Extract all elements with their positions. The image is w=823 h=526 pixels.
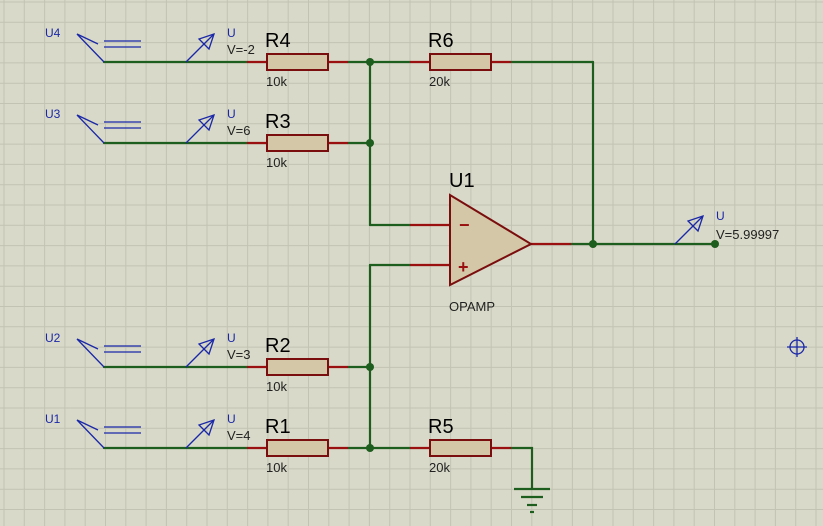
junction-dot	[366, 363, 374, 371]
resistor-r1[interactable]: R1 10k	[247, 416, 348, 475]
probe-value: V=3	[227, 347, 251, 362]
voltage-probe-u3[interactable]: U V=6	[185, 107, 251, 144]
resistor-body	[429, 439, 492, 457]
probe-head-icon	[197, 337, 216, 356]
junction-dot	[366, 139, 374, 147]
resistor-value: 10k	[266, 155, 287, 170]
resistor-body	[266, 439, 329, 457]
probe-arrow-icon	[185, 33, 215, 63]
probe-head-icon	[197, 113, 216, 132]
wire-r5-ground	[509, 446, 534, 490]
resistor-value: 10k	[266, 74, 287, 89]
probe-head-icon	[197, 418, 216, 437]
probe-name: U	[227, 412, 236, 426]
resistor-r6[interactable]: R6 20k	[410, 30, 511, 89]
resistor-ref: R1	[265, 416, 291, 438]
probe-arrow-icon	[185, 338, 215, 368]
terminal-label: U1	[45, 412, 61, 426]
resistor-value: 20k	[429, 460, 450, 475]
voltage-probe-output[interactable]: U V=5.99997	[674, 209, 779, 245]
probe-value: V=4	[227, 428, 251, 443]
opamp-u1[interactable]: − + U1 OPAMP	[410, 170, 571, 314]
terminal-u2[interactable]: U2	[45, 331, 141, 368]
probe-value: V=5.99997	[716, 227, 779, 242]
resistor-r3[interactable]: R3 10k	[247, 111, 348, 170]
terminal-label: U3	[45, 107, 61, 121]
resistor-body	[266, 53, 329, 71]
terminal-u3[interactable]: U3	[45, 107, 141, 144]
junction-dot	[366, 444, 374, 452]
probe-arrow-icon	[674, 215, 704, 245]
resistor-ref: R3	[265, 111, 291, 133]
probe-head-icon	[197, 32, 216, 51]
resistor-value: 10k	[266, 379, 287, 394]
resistor-value: 10k	[266, 460, 287, 475]
terminal-symbol-icon	[76, 114, 105, 144]
resistor-ref: R5	[428, 416, 454, 438]
voltage-probe-u1[interactable]: U V=4	[185, 412, 251, 449]
opamp-body	[449, 193, 534, 287]
probe-arrow-icon	[185, 114, 215, 144]
opamp-minus-sign: −	[459, 215, 470, 235]
probe-value: V=6	[227, 123, 251, 138]
ground-symbol-icon[interactable]	[514, 487, 550, 514]
resistor-r5[interactable]: R5 20k	[410, 416, 511, 475]
terminal-symbol-icon	[76, 419, 105, 449]
junction-dot	[711, 240, 719, 248]
resistor-r4[interactable]: R4 10k	[247, 30, 348, 89]
opamp-plus-sign: +	[458, 257, 469, 277]
probe-value: V=-2	[227, 42, 255, 57]
probe-name: U	[716, 209, 725, 223]
terminal-symbol-icon	[76, 33, 105, 63]
junction-dot	[589, 240, 597, 248]
resistor-value: 20k	[429, 74, 450, 89]
resistor-body	[266, 358, 329, 376]
resistor-body	[266, 134, 329, 152]
origin-marker-icon	[787, 337, 807, 357]
probe-arrow-icon	[185, 419, 215, 449]
probe-name: U	[227, 26, 236, 40]
voltage-probe-u4[interactable]: U V=-2	[185, 26, 255, 63]
resistor-ref: R2	[265, 335, 291, 357]
terminal-u4[interactable]: U4	[45, 26, 141, 63]
terminal-label: U4	[45, 26, 61, 40]
opamp-ref: U1	[449, 170, 475, 192]
probe-head-icon	[686, 214, 705, 233]
terminal-symbol-icon	[76, 338, 105, 368]
probe-name: U	[227, 107, 236, 121]
terminal-label: U2	[45, 331, 61, 345]
resistor-ref: R6	[428, 30, 454, 52]
resistor-ref: R4	[265, 30, 291, 52]
resistor-body	[429, 53, 492, 71]
probe-name: U	[227, 331, 236, 345]
junctions	[366, 58, 719, 452]
opamp-type: OPAMP	[449, 299, 495, 314]
junction-dot	[366, 58, 374, 66]
resistor-r2[interactable]: R2 10k	[247, 335, 348, 394]
terminal-u1[interactable]: U1	[45, 412, 141, 449]
voltage-probe-u2[interactable]: U V=3	[185, 331, 251, 368]
